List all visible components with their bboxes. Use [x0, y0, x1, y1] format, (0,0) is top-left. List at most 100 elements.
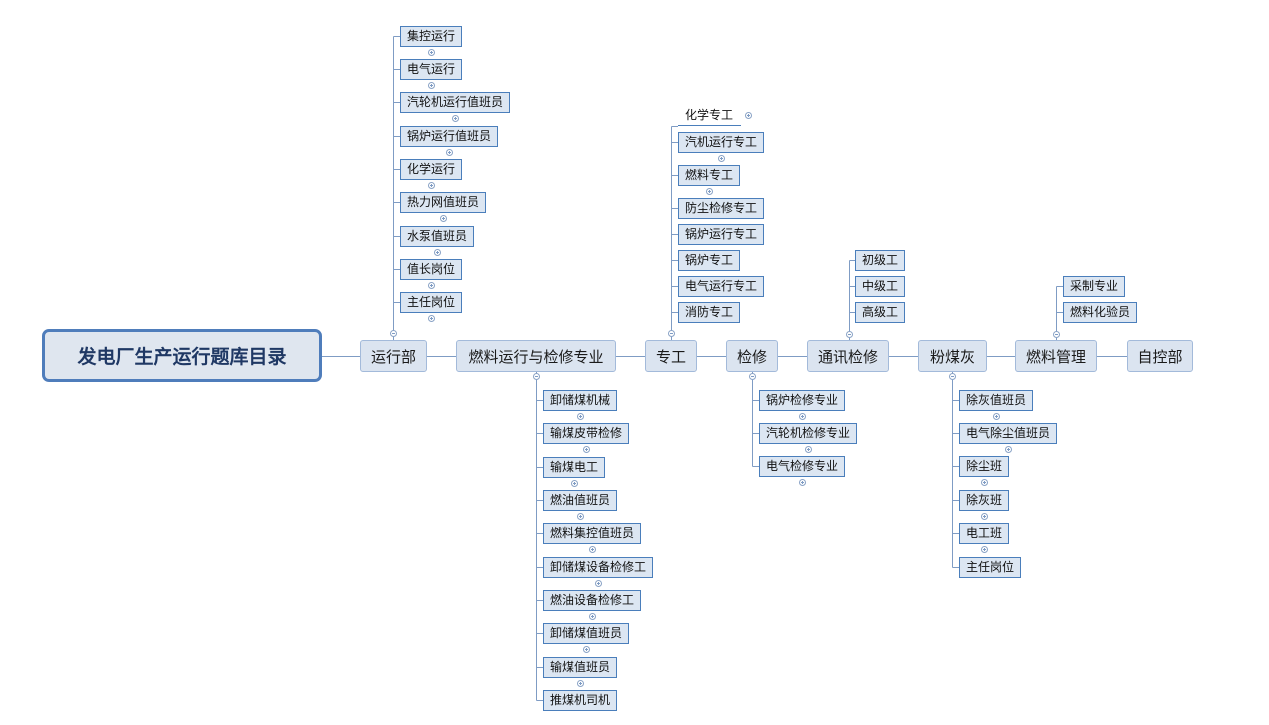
topic-node[interactable]: 电工班 — [959, 523, 1010, 544]
expand-icon[interactable] — [594, 580, 602, 587]
expand-icon[interactable] — [980, 546, 988, 553]
branch-specialists[interactable]: 专工 — [645, 340, 697, 372]
fuel-ops-maintenance-connectors — [536, 372, 543, 701]
branch-fuel-management[interactable]: 燃料管理 — [1015, 340, 1097, 372]
fuel-ops-maintenance-item: 卸储煤设备检修工 — [543, 557, 654, 587]
expand-icon[interactable] — [798, 413, 806, 420]
collapse-icon[interactable] — [668, 330, 675, 337]
topic-node[interactable]: 主任岗位 — [959, 557, 1022, 578]
expand-icon[interactable] — [588, 613, 596, 620]
expand-icon[interactable] — [582, 646, 590, 653]
specialists-item: 化学专工 — [678, 105, 753, 126]
expand-icon[interactable] — [717, 155, 725, 162]
expand-icon[interactable] — [445, 149, 453, 156]
expand-icon[interactable] — [427, 182, 435, 189]
topic-node[interactable]: 高级工 — [855, 302, 906, 323]
specialists-item: 锅炉运行专工 — [678, 224, 765, 245]
topic-node[interactable]: 中级工 — [855, 276, 906, 297]
expand-icon[interactable] — [980, 513, 988, 520]
topic-node[interactable]: 消防专工 — [678, 302, 741, 323]
topic-node[interactable]: 电气除尘值班员 — [959, 423, 1058, 444]
branch-auto-control-dept[interactable]: 自控部 — [1127, 340, 1193, 372]
topic-node[interactable]: 电气运行专工 — [678, 276, 765, 297]
topic-node[interactable]: 卸储煤机械 — [543, 390, 618, 411]
collapse-icon[interactable] — [846, 331, 853, 338]
topic-node[interactable]: 除尘班 — [959, 456, 1010, 477]
topic-node[interactable]: 集控运行 — [400, 26, 463, 47]
topic-node[interactable]: 主任岗位 — [400, 292, 463, 313]
expand-icon[interactable] — [745, 112, 753, 119]
branch-operations-dept[interactable]: 运行部 — [360, 340, 427, 372]
topic-node[interactable]: 卸储煤值班员 — [543, 623, 630, 644]
topic-node[interactable]: 汽轮机运行值班员 — [400, 92, 511, 113]
expand-icon[interactable] — [588, 546, 596, 553]
topic-node[interactable]: 热力网值班员 — [400, 192, 487, 213]
branch-maintenance[interactable]: 检修 — [726, 340, 778, 372]
collapse-icon[interactable] — [949, 373, 956, 380]
fly-ash-item: 除尘班 — [959, 456, 1010, 486]
topic-node[interactable]: 锅炉运行专工 — [678, 224, 765, 245]
topic-node[interactable]: 汽轮机检修专业 — [759, 423, 858, 444]
topic-node[interactable]: 电气检修专业 — [759, 456, 846, 477]
topic-node[interactable]: 值长岗位 — [400, 259, 463, 280]
root-topic[interactable]: 发电厂生产运行题库目录 — [42, 329, 322, 382]
topic-node[interactable]: 化学运行 — [400, 159, 463, 180]
expand-icon[interactable] — [804, 446, 812, 453]
topic-node[interactable]: 输煤电工 — [543, 457, 606, 478]
branch-fuel-ops-maintenance[interactable]: 燃料运行与检修专业 — [456, 340, 616, 372]
expand-icon[interactable] — [582, 446, 590, 453]
expand-icon[interactable] — [427, 315, 435, 322]
maintenance-item: 电气检修专业 — [759, 456, 846, 486]
topic-node[interactable]: 水泵值班员 — [400, 226, 475, 247]
expand-icon[interactable] — [1004, 446, 1012, 453]
expand-icon[interactable] — [576, 513, 584, 520]
expand-icon[interactable] — [427, 49, 435, 56]
topic-node[interactable]: 燃料集控值班员 — [543, 523, 642, 544]
expand-icon[interactable] — [576, 413, 584, 420]
expand-icon[interactable] — [705, 188, 713, 195]
topic-node[interactable]: 采制专业 — [1063, 276, 1126, 297]
topic-node[interactable]: 除灰班 — [959, 490, 1010, 511]
collapse-icon[interactable] — [533, 373, 540, 380]
topic-node[interactable]: 汽机运行专工 — [678, 132, 765, 153]
topic-node[interactable]: 燃料专工 — [678, 165, 741, 186]
expand-icon[interactable] — [576, 680, 584, 687]
expand-icon[interactable] — [427, 82, 435, 89]
topic-node[interactable]: 防尘检修专工 — [678, 198, 765, 219]
topic-node[interactable]: 锅炉检修专业 — [759, 390, 846, 411]
operations-dept-item: 集控运行 — [400, 26, 463, 56]
topic-node[interactable]: 燃料化验员 — [1063, 302, 1138, 323]
topic-node[interactable]: 输煤皮带检修 — [543, 423, 630, 444]
collapse-icon[interactable] — [749, 373, 756, 380]
expand-icon[interactable] — [427, 282, 435, 289]
expand-icon[interactable] — [980, 479, 988, 486]
specialists-item: 锅炉专工 — [678, 250, 741, 271]
operations-dept-item: 热力网值班员 — [400, 192, 487, 222]
topic-node[interactable]: 卸储煤设备检修工 — [543, 557, 654, 578]
fuel-ops-maintenance-item: 燃油设备检修工 — [543, 590, 642, 620]
topic-node[interactable]: 电气运行 — [400, 59, 463, 80]
collapse-icon[interactable] — [1053, 331, 1060, 338]
fuel-ops-maintenance-item: 卸储煤值班员 — [543, 623, 630, 653]
operations-dept-item: 值长岗位 — [400, 259, 463, 289]
topic-node[interactable]: 输煤值班员 — [543, 657, 618, 678]
topic-node[interactable]: 燃油值班员 — [543, 490, 618, 511]
topic-node[interactable]: 锅炉专工 — [678, 250, 741, 271]
expand-icon[interactable] — [798, 479, 806, 486]
branch-fly-ash[interactable]: 粉煤灰 — [918, 340, 987, 372]
expand-icon[interactable] — [451, 115, 459, 122]
topic-node-editing[interactable]: 化学专工 — [678, 105, 742, 126]
topic-node[interactable]: 燃油设备检修工 — [543, 590, 642, 611]
topic-node[interactable]: 推煤机司机 — [543, 690, 618, 711]
expand-icon[interactable] — [570, 480, 578, 487]
expand-icon[interactable] — [992, 413, 1000, 420]
expand-icon[interactable] — [439, 215, 447, 222]
comms-maintenance-connectors — [849, 260, 855, 340]
topic-node[interactable]: 锅炉运行值班员 — [400, 126, 499, 147]
topic-node[interactable]: 初级工 — [855, 250, 906, 271]
expand-icon[interactable] — [433, 249, 441, 256]
topic-node[interactable]: 除灰值班员 — [959, 390, 1034, 411]
branch-comms-maintenance[interactable]: 通讯检修 — [807, 340, 889, 372]
operations-dept-item: 锅炉运行值班员 — [400, 126, 499, 156]
collapse-icon[interactable] — [390, 330, 397, 337]
